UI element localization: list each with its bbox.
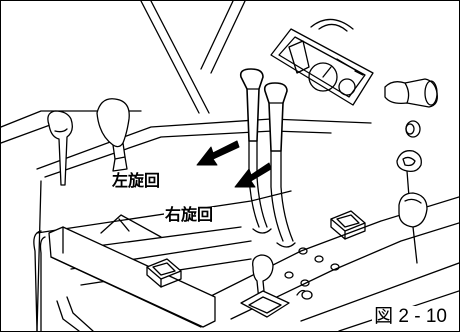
travel-levers — [239, 68, 296, 248]
bulb-lever — [96, 98, 130, 172]
round-switches — [284, 247, 340, 300]
arrow-left-icon — [196, 140, 240, 166]
figure-caption: 図 2 - 10 — [372, 306, 449, 328]
right-switch-cluster — [384, 78, 438, 264]
right-swing-label: 右旋回 — [164, 207, 215, 225]
left-knob — [47, 110, 73, 186]
cab-structure — [1, 1, 246, 144]
instrument-panel — [270, 18, 374, 106]
square-buttons — [146, 210, 366, 288]
left-swing-label: 左旋回 — [111, 173, 162, 191]
arrow-left-icon — [234, 162, 272, 188]
front-lever — [240, 254, 290, 318]
armrest — [33, 226, 216, 331]
